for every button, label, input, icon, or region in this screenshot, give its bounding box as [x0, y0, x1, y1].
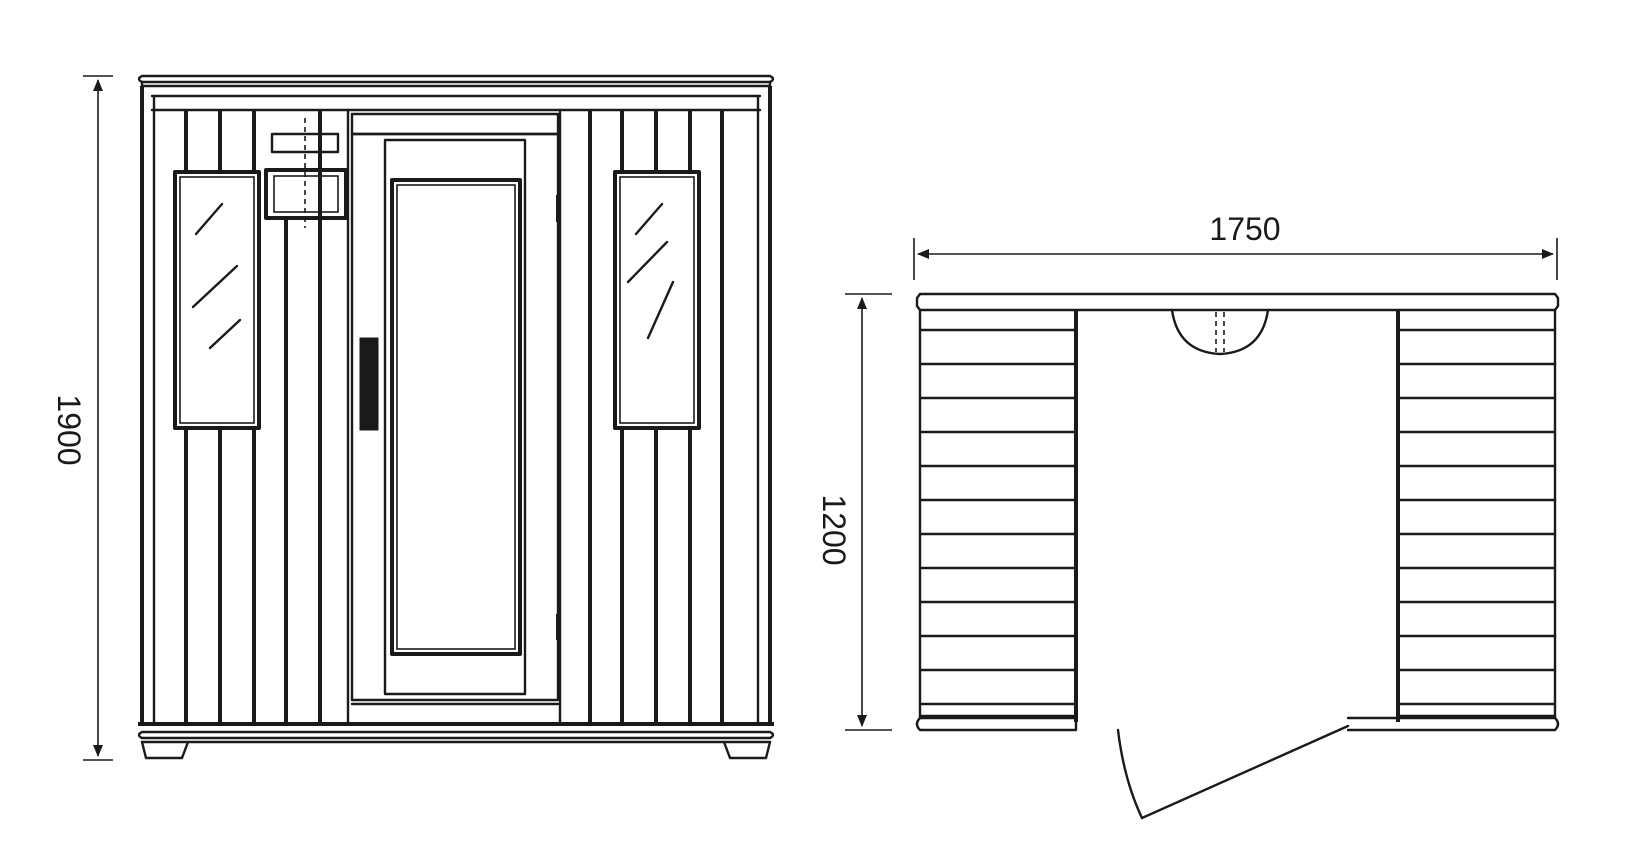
roof-cap: [137, 74, 775, 112]
back-wall: [915, 292, 1560, 312]
cabinet-frame: [140, 86, 772, 724]
right-window: [613, 170, 701, 430]
front-wall: [915, 716, 1560, 732]
door-swing: [1116, 724, 1350, 820]
height-dimension-label: 1900: [51, 394, 87, 465]
door: [350, 112, 560, 706]
right-bench: [1396, 308, 1557, 722]
width-dimension: 1750: [913, 211, 1558, 280]
left-window: [173, 170, 261, 430]
depth-dimension-label: 1200: [816, 494, 852, 565]
depth-dimension: 1200: [816, 293, 892, 731]
front-elevation-view: 1900: [51, 74, 775, 761]
width-dimension-label: 1750: [1209, 211, 1280, 247]
top-plan-view: 1750 1200: [816, 211, 1560, 820]
cabinet-base: [137, 722, 775, 760]
height-dimension: 1900: [51, 75, 113, 761]
left-bench: [918, 308, 1078, 722]
heater-icon: [1170, 308, 1270, 356]
door-handle: [359, 337, 379, 431]
control-panel-icon: [264, 118, 348, 228]
